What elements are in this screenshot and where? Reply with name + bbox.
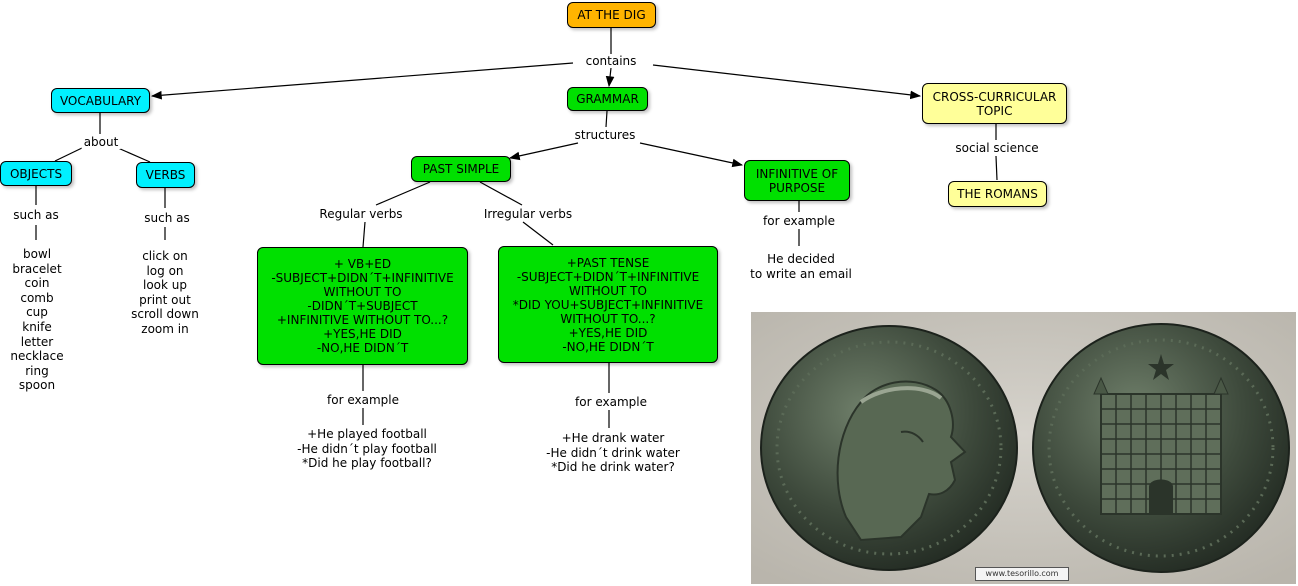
node-irregular-rules[interactable]: +PAST TENSE -SUBJECT+DIDN´T+INFINITIVE W… (498, 246, 718, 363)
link-label-regular-for-example: for example (325, 393, 401, 407)
roman-coin-photo: www.tesorillo.com (751, 312, 1296, 584)
node-objects[interactable]: OBJECTS (0, 161, 72, 186)
infinitive-example: He decided to write an email (750, 252, 852, 281)
node-cross-curricular-label-line2: TOPIC (976, 103, 1013, 118)
node-infinitive-of-purpose[interactable]: INFINITIVE OF PURPOSE (744, 160, 850, 201)
example-line: -He didn´t drink water (546, 445, 680, 460)
node-verbs[interactable]: VERBS (136, 162, 195, 188)
node-grammar[interactable]: GRAMMAR (567, 87, 648, 111)
roman-coin-image (751, 312, 1296, 584)
list-item: knife (22, 319, 52, 334)
link-label-infinitive-for-example: for example (761, 214, 837, 228)
link-label-structures: structures (572, 128, 638, 142)
irregular-rule-line: WITHOUT TO (569, 283, 647, 298)
regular-rule-line: -NO,HE DIDN´T (316, 341, 409, 355)
node-objects-label: OBJECTS (9, 166, 63, 181)
node-past-simple-label: PAST SIMPLE (422, 162, 500, 176)
node-vocabulary-label: VOCABULARY (59, 93, 142, 108)
example-line: -He didn´t play football (297, 441, 437, 456)
example-line: *Did he play football? (302, 456, 432, 471)
regular-examples: +He played football -He didn´t play foot… (297, 427, 437, 471)
list-item: print out (139, 292, 191, 307)
list-item: log on (146, 263, 184, 278)
link-label-about: about (81, 135, 121, 149)
list-item: ring (25, 363, 49, 378)
regular-rule-line: +YES,HE DID (323, 327, 402, 341)
irregular-rule-line: -NO,HE DIDN´T (562, 339, 654, 354)
list-item: comb (20, 290, 54, 305)
node-at-the-dig-label: AT THE DIG (577, 8, 646, 22)
regular-rule-line: WITHOUT TO (323, 285, 402, 299)
list-item: cup (26, 305, 48, 320)
list-item: bracelet (12, 261, 62, 276)
example-line: *Did he drink water? (551, 460, 675, 475)
irregular-rule-line: *DID YOU+SUBJECT+INFINITIVE (512, 297, 704, 312)
node-vocabulary[interactable]: VOCABULARY (51, 88, 150, 113)
coin-obverse (760, 325, 1018, 571)
irregular-rule-line: WITHOUT TO...? (560, 311, 656, 326)
list-item: coin (24, 276, 50, 291)
irregular-rule-line: -SUBJECT+DIDN´T+INFINITIVE (516, 269, 700, 284)
node-infinitive-label-line1: INFINITIVE OF (755, 166, 839, 181)
node-the-romans-label: THE ROMANS (957, 187, 1038, 201)
example-line: He decided (767, 252, 835, 266)
link-label-irregular-verbs: Irregular verbs (481, 207, 575, 221)
node-grammar-label: GRAMMAR (576, 92, 639, 106)
irregular-examples: +He drank water -He didn´t drink water *… (546, 431, 680, 475)
list-item: click on (142, 249, 188, 263)
list-item: letter (20, 334, 54, 349)
regular-rule-line: -SUBJECT+DIDN´T+INFINITIVE (271, 271, 454, 285)
link-label-objects-such-as: such as (11, 208, 61, 222)
list-item: bowl (22, 247, 52, 261)
list-item: zoom in (141, 321, 189, 336)
link-label-contains: contains (583, 54, 639, 68)
verbs-list: click on log on look up print out scroll… (131, 249, 199, 337)
node-at-the-dig[interactable]: AT THE DIG (567, 2, 656, 28)
regular-rule-line: -DIDN´T+SUBJECT (307, 299, 418, 313)
list-item: necklace (10, 349, 64, 364)
link-label-irregular-for-example: for example (573, 395, 649, 409)
example-line: +He played football (307, 427, 427, 441)
regular-rule-line: + VB+ED (333, 257, 392, 271)
irregular-rule-line: +PAST TENSE (566, 255, 650, 270)
coin-reverse (1032, 323, 1290, 573)
example-line: +He drank water (561, 431, 665, 445)
irregular-rule-line: +YES,HE DID (568, 325, 648, 340)
example-line: to write an email (750, 266, 852, 281)
node-verbs-label: VERBS (145, 168, 186, 182)
list-item: spoon (18, 378, 56, 393)
node-infinitive-label-line2: PURPOSE (768, 180, 826, 195)
objects-list: bowl bracelet coin comb cup knife letter… (10, 247, 63, 393)
watermark-text: www.tesorillo.com (975, 567, 1069, 581)
node-cross-curricular-label-line1: CROSS-CURRICULAR (932, 89, 1057, 104)
link-label-social-science: social science (953, 141, 1041, 155)
list-item: look up (142, 278, 188, 293)
node-the-romans[interactable]: THE ROMANS (948, 181, 1047, 207)
node-regular-rules[interactable]: + VB+ED -SUBJECT+DIDN´T+INFINITIVE WITHO… (257, 247, 468, 365)
list-item: scroll down (131, 307, 199, 322)
node-cross-curricular-topic[interactable]: CROSS-CURRICULAR TOPIC (922, 83, 1067, 124)
node-past-simple[interactable]: PAST SIMPLE (411, 156, 511, 182)
link-label-regular-verbs: Regular verbs (317, 207, 405, 221)
link-label-verbs-such-as: such as (142, 211, 192, 225)
regular-rule-line: +INFINITIVE WITHOUT TO...? (276, 313, 449, 327)
